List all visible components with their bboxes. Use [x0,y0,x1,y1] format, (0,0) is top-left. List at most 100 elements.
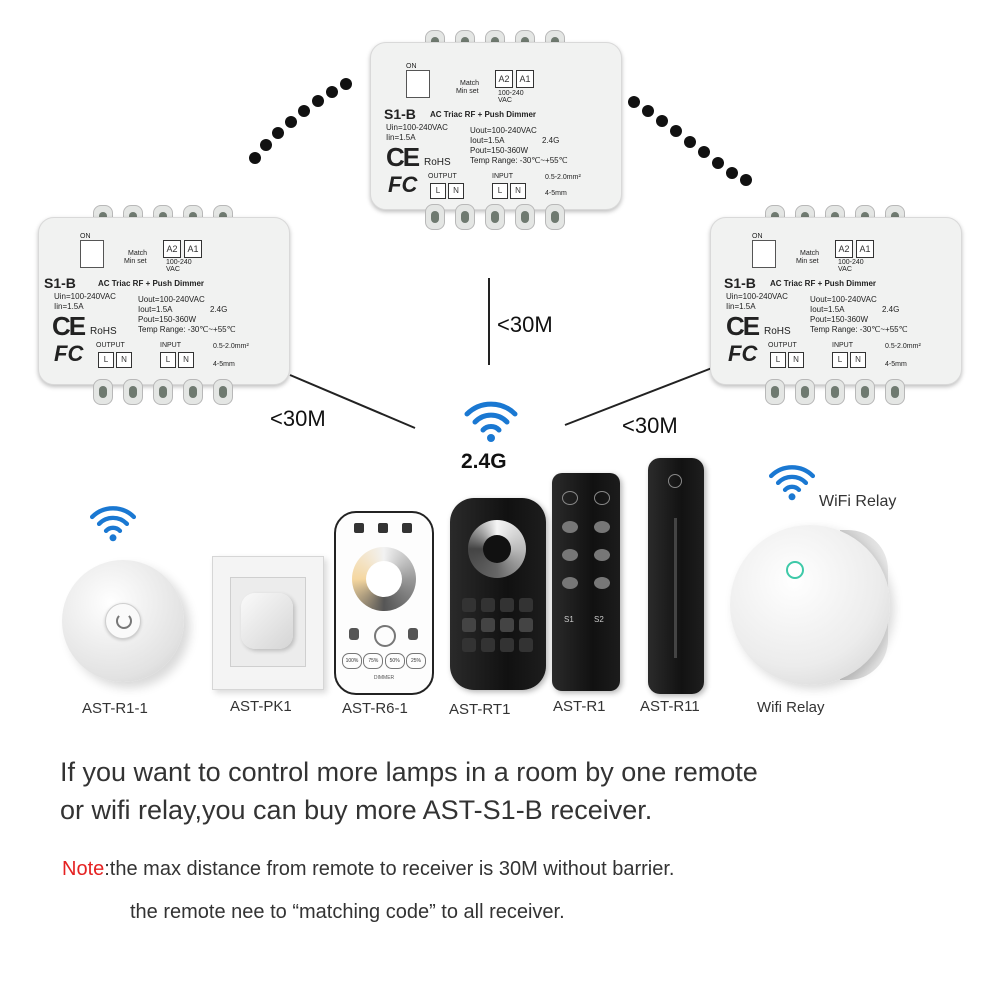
iin-label: Iin=1.5A [386,133,416,142]
caption-ast-rt1: AST-RT1 [449,701,511,718]
wire-spec-1: 0.5-2.0mm² [213,343,249,350]
wire-spec-2: 4-5mm [545,190,567,197]
uin-label: Uin=100-240VAC [726,292,788,301]
temp-label: Temp Range: -30℃~+55℃ [138,325,236,334]
status-led [786,561,804,579]
dotted-arc-left [249,78,352,164]
fc-mark: FC [728,341,758,366]
distance-label-right: <30M [622,413,678,438]
pout-label: Pout=150-360W [470,146,529,155]
dip-switch [406,70,430,98]
screw-terminals-bottom [425,204,565,230]
distance-label-center: <30M [497,312,553,337]
match-label: Match [460,80,480,87]
iout-label: Iout=1.5A [810,305,845,314]
screw-terminals-bottom [765,379,905,405]
input-n: N [178,352,194,368]
product-ast-r11 [648,458,704,694]
uout-label: Uout=100-240VAC [810,295,877,304]
uin-label: Uin=100-240VAC [386,123,448,132]
preset-25: 25% [405,653,426,669]
distance-label-left: <30M [270,406,326,431]
caption-ast-r11: AST-R11 [640,698,700,715]
temp-label: Temp Range: -30℃~+55℃ [810,325,908,334]
dip-on-label: ON [80,233,91,240]
output-n: N [788,352,804,368]
product-ast-rt1 [450,498,546,690]
rotary-knob [241,593,293,649]
input-l: L [160,352,176,368]
link-line-left [289,374,416,429]
iout-label: Iout=1.5A [470,136,505,145]
a1-terminal: A1 [856,240,874,258]
wifi-relay-top-label: WiFi Relay [819,493,897,510]
wire-spec-1: 0.5-2.0mm² [545,174,581,181]
min-set-label: Min set [124,258,147,265]
output-n: N [116,352,132,368]
model-label: S1-B [384,106,416,122]
output-label: OUTPUT [428,173,457,180]
signal-label: 2.4G [461,450,507,473]
power-icon [374,625,396,647]
temp-label: Temp Range: -30℃~+55℃ [470,156,568,165]
product-wifi-relay [730,525,890,685]
note-text-1: :the max distance from remote to receive… [104,858,675,880]
preset-buttons: 100% 75% 50% 25% [342,653,426,669]
caption-ast-r1-1: AST-R1-1 [82,700,148,717]
iout-label: Iout=1.5A [138,305,173,314]
preset-100: 100% [342,653,362,669]
uin-label: Uin=100-240VAC [54,292,116,301]
input-l: L [492,183,508,199]
output-l: L [430,183,446,199]
power-icon [116,613,132,629]
dip-switch [752,240,776,268]
input-label: INPUT [492,173,513,180]
preset-50: 50% [384,653,405,669]
rohs-label: RoHS [90,326,117,337]
product-ast-r1-1 [62,560,184,682]
wifi-icon [464,401,518,442]
min-set-label: Min set [456,88,479,95]
output-l: L [770,352,786,368]
model-label: S1-B [44,275,76,291]
pout-label: Pout=150-360W [138,315,197,324]
rohs-label: RoHS [764,326,791,337]
iin-label: Iin=1.5A [54,302,84,311]
input-n: N [850,352,866,368]
touch-wheel [468,520,526,578]
key-s1: S1 [564,615,574,624]
link-line-right [564,367,713,426]
wire-spec-2: 4-5mm [213,361,235,368]
fc-mark: FC [388,172,418,197]
color-wheel [352,547,416,611]
key-s2: S2 [594,615,604,624]
note-line-1: Note:the max distance from remote to rec… [62,858,674,881]
output-label: OUTPUT [768,342,797,349]
output-l: L [98,352,114,368]
input-n: N [510,183,526,199]
uout-label: Uout=100-240VAC [470,126,537,135]
product-ast-r6-1: 100% 75% 50% 25% DIMMER [334,511,434,695]
caption-ast-r6-1: AST-R6-1 [342,700,408,717]
type-label: AC Triac RF + Push Dimmer [98,279,205,288]
wire-spec-2: 4-5mm [885,361,907,368]
dimmer-label: DIMMER [373,675,395,681]
output-n: N [448,183,464,199]
match-label: Match [128,250,148,257]
touch-slider [674,518,677,658]
pout-label: Pout=150-360W [810,315,869,324]
dotted-arc-right [628,96,752,186]
note-line-2: the remote nee to “matching code” to all… [130,901,565,923]
screw-terminals-bottom [93,379,233,405]
ce-mark: CE [52,311,86,341]
iin-label: Iin=1.5A [726,302,756,311]
product-ast-r1: S1 S2 [552,473,620,691]
wifi-icon [768,465,816,501]
input-l: L [832,352,848,368]
a1-terminal: A1 [184,240,202,258]
